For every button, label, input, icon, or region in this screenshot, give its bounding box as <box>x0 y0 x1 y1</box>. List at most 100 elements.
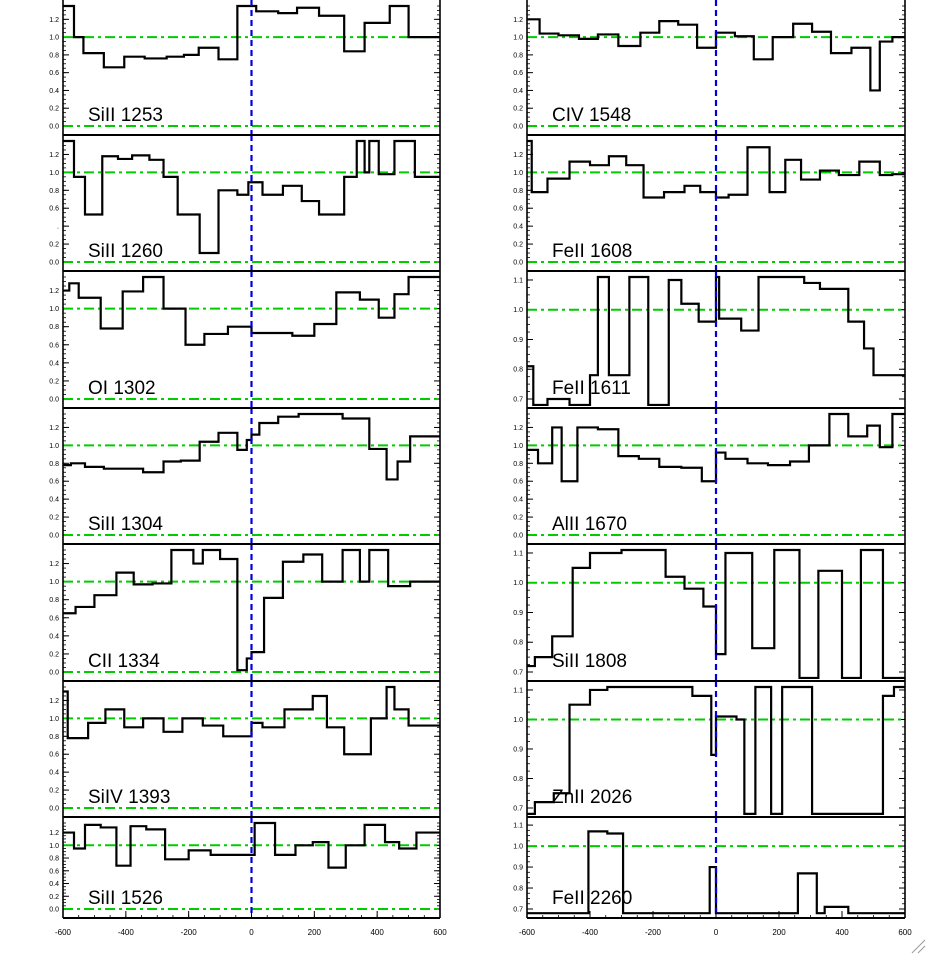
ytick-label: 0.9 <box>513 337 523 344</box>
ytick-label: 1.0 <box>49 306 59 313</box>
ytick-label: 1.2 <box>513 17 523 24</box>
ytick-label: 1.0 <box>49 170 59 177</box>
ion-label-oi-1302: OI 1302 <box>88 378 156 399</box>
ytick-label: 1.2 <box>513 152 523 159</box>
ion-label-siii-1526: SiII 1526 <box>88 888 163 909</box>
ytick-label: 0.4 <box>49 360 59 367</box>
ytick-label: 0.8 <box>513 52 523 59</box>
ytick-label: 0.0 <box>49 806 59 813</box>
ytick-label: 1.2 <box>49 152 59 159</box>
ytick-label: 0.6 <box>49 752 59 759</box>
ytick-label: 1.2 <box>513 425 523 432</box>
ytick-label: 0.7 <box>513 397 523 404</box>
ytick-label: 0.2 <box>513 106 523 113</box>
ytick-label: 1.0 <box>49 716 59 723</box>
ytick-label: 0.8 <box>49 324 59 331</box>
ytick-label: 0.4 <box>513 224 523 231</box>
xtick-label: 200 <box>772 928 786 937</box>
ytick-label: 1.2 <box>49 830 59 837</box>
ytick-label: 0.2 <box>49 894 59 901</box>
ytick-label: 0.0 <box>49 397 59 404</box>
ion-label-feii-2260: FeII 2260 <box>552 888 632 909</box>
ytick-label: 0.4 <box>49 497 59 504</box>
ion-label-feii-1611: FeII 1611 <box>552 378 631 399</box>
ytick-label: 0.6 <box>513 70 523 77</box>
spectrum-histogram <box>63 275 440 346</box>
spectrum-histogram <box>63 4 440 69</box>
spectrum-histogram <box>527 139 905 199</box>
ytick-label: 0.4 <box>49 633 59 640</box>
ytick-label: 0.6 <box>49 479 59 486</box>
spectrum-histogram <box>527 685 905 816</box>
ytick-label: 0.2 <box>49 651 59 658</box>
xtick-label: 200 <box>308 928 322 937</box>
spectrum-histogram <box>527 275 905 407</box>
xtick-label: 600 <box>898 928 912 937</box>
spectrum-histogram <box>63 412 440 481</box>
ytick-label: 0.8 <box>49 188 59 195</box>
ytick-label: 0.8 <box>513 188 523 195</box>
ytick-label: 0.8 <box>513 776 523 783</box>
ytick-label: 0.7 <box>513 670 523 677</box>
ytick-label: 1.1 <box>513 687 523 694</box>
ytick-label: 0.6 <box>49 70 59 77</box>
ytick-label: 0.8 <box>49 461 59 468</box>
ytick-label: 0.8 <box>49 856 59 863</box>
ytick-label: 0.9 <box>513 865 523 872</box>
ytick-label: 0.6 <box>513 206 523 213</box>
ytick-label: . <box>57 224 59 231</box>
ion-label-siiv-1393: SiIV 1393 <box>88 787 170 808</box>
ytick-label: 0.0 <box>513 124 523 131</box>
ytick-label: 0.4 <box>513 88 523 95</box>
ion-label-znii-2026: ZnII 2026 <box>552 787 632 808</box>
ytick-label: 0.4 <box>49 88 59 95</box>
ytick-label: 0.0 <box>513 533 523 540</box>
ytick-label: 0.8 <box>513 367 523 374</box>
ytick-label: 0.2 <box>49 788 59 795</box>
ytick-label: 1.1 <box>513 277 523 284</box>
ytick-label: 0.8 <box>49 734 59 741</box>
spectrum-histogram <box>63 139 440 255</box>
spectrum-histogram <box>527 18 905 92</box>
ion-label-siii-1808: SiII 1808 <box>552 651 627 672</box>
ytick-label: 0.8 <box>49 597 59 604</box>
ytick-label: 0.0 <box>49 260 59 267</box>
ytick-label: 1.2 <box>49 698 59 705</box>
xtick-label: -400 <box>582 928 599 937</box>
ytick-label: 0.7 <box>513 806 523 813</box>
ytick-label: 0.6 <box>49 342 59 349</box>
ytick-label: 0.2 <box>513 515 523 522</box>
ytick-label: 0.8 <box>513 886 523 893</box>
ytick-label: 0.7 <box>513 907 523 914</box>
ytick-label: 0.8 <box>513 461 523 468</box>
ytick-label: 1.0 <box>49 843 59 850</box>
spectrum-histogram <box>527 412 905 483</box>
ytick-label: 0.2 <box>49 378 59 385</box>
ytick-label: 1.2 <box>49 17 59 24</box>
ytick-label: 1.1 <box>513 550 523 557</box>
ytick-label: 0.6 <box>49 206 59 213</box>
ytick-label: 0.0 <box>49 533 59 540</box>
ytick-label: 1.0 <box>513 844 523 851</box>
resize-grip-icon <box>911 939 926 954</box>
ytick-label: 0.0 <box>49 124 59 131</box>
ytick-label: 1.2 <box>49 425 59 432</box>
xtick-label: 400 <box>370 928 384 937</box>
xtick-label: -200 <box>645 928 662 937</box>
ytick-label: 0.2 <box>513 242 523 249</box>
xtick-label: 0 <box>714 928 719 937</box>
ytick-label: 1.0 <box>513 307 523 314</box>
xtick-label: 600 <box>433 928 447 937</box>
